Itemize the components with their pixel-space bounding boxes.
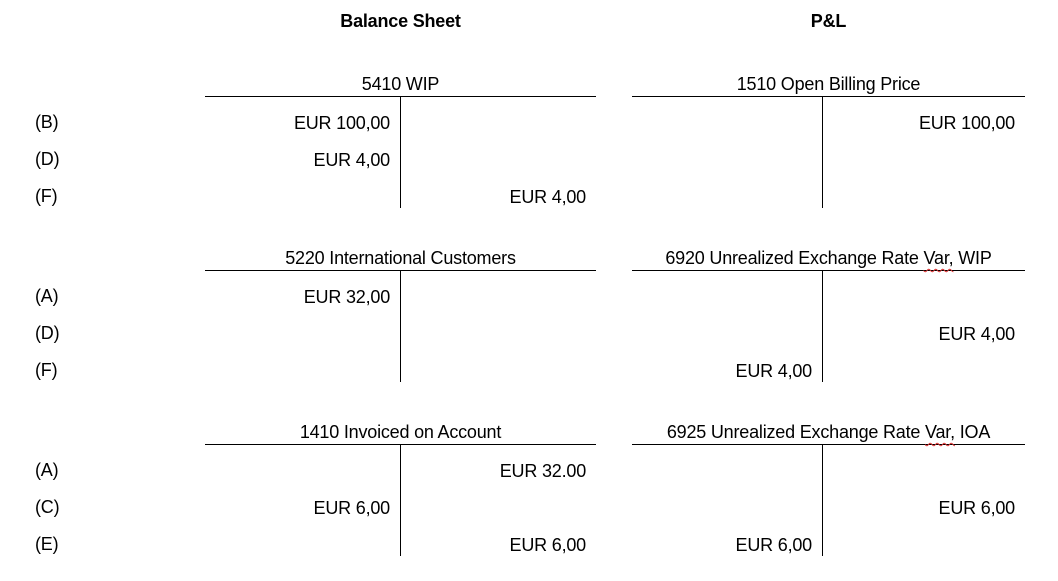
credit-amount	[823, 353, 1025, 390]
credit-amount: EUR 6,00	[938, 498, 1016, 518]
credit-amount	[401, 353, 596, 390]
misspelled-word: Var,	[923, 248, 954, 268]
entry-label-d: (D)	[35, 323, 60, 343]
taccount-body: EUR 6,00 EUR 6,00	[632, 444, 1025, 556]
debit-column: EUR 6,00	[205, 445, 400, 556]
balance-sheet-header: Balance Sheet	[340, 11, 461, 31]
account-title: 5220 International Customers	[205, 246, 596, 270]
debit-amount	[632, 105, 822, 142]
credit-amount	[401, 490, 596, 527]
entry-label-a: (A)	[35, 286, 59, 306]
debit-amount: EUR 32,00	[303, 287, 390, 307]
credit-column: EUR 4,00	[400, 97, 596, 208]
debit-amount	[205, 453, 400, 490]
debit-amount	[205, 527, 400, 564]
debit-amount: EUR 4,00	[313, 150, 391, 170]
taccount-6925-unrealized-exchange-rate-var-ioa: 6925 Unrealized Exchange Rate Var, IOA E…	[632, 420, 1025, 556]
account-title-text: 6920 Unrealized Exchange Rate	[665, 248, 924, 268]
debit-amount	[632, 279, 822, 316]
debit-amount: EUR 4,00	[735, 361, 813, 381]
entry-label-a: (A)	[35, 460, 59, 480]
credit-amount: EUR 4,00	[509, 187, 587, 207]
credit-amount	[823, 527, 1025, 564]
credit-column: EUR 4,00	[822, 271, 1025, 382]
debit-amount	[632, 142, 822, 179]
debit-column: EUR 32,00	[205, 271, 400, 382]
entry-label-b: (B)	[35, 112, 59, 132]
debit-column	[632, 97, 822, 208]
taccount-1410-invoiced-on-account: 1410 Invoiced on Account EUR 6,00 EUR 32…	[205, 420, 596, 556]
debit-amount	[632, 179, 822, 216]
credit-amount: EUR 4,00	[938, 324, 1016, 344]
account-title-text: 1510 Open Billing Price	[736, 74, 921, 94]
entry-label-f: (F)	[35, 360, 58, 380]
debit-amount	[632, 453, 822, 490]
debit-amount	[205, 353, 400, 390]
debit-amount	[205, 316, 400, 353]
taccount-body: EUR 100,00 EUR 4,00 EUR 4,00	[205, 96, 596, 208]
taccount-6920-unrealized-exchange-rate-var-wip: 6920 Unrealized Exchange Rate Var, WIP E…	[632, 246, 1025, 382]
credit-amount	[401, 279, 596, 316]
taccount-5410-wip: 5410 WIP EUR 100,00 EUR 4,00 EUR 4,00	[205, 72, 596, 208]
debit-column: EUR 100,00 EUR 4,00	[205, 97, 400, 208]
credit-amount	[823, 279, 1025, 316]
credit-column: EUR 100,00	[822, 97, 1025, 208]
credit-amount	[401, 105, 596, 142]
debit-amount: EUR 100,00	[293, 113, 390, 133]
entry-label-c: (C)	[35, 497, 60, 517]
taccount-body: EUR 6,00 EUR 32.00 EUR 6,00	[205, 444, 596, 556]
account-title-text: 5220 International Customers	[285, 248, 516, 268]
taccount-body: EUR 100,00	[632, 96, 1025, 208]
credit-amount	[401, 316, 596, 353]
account-title-suffix: WIP	[953, 248, 992, 268]
credit-amount	[823, 179, 1025, 216]
entry-label-e: (E)	[35, 534, 59, 554]
credit-amount: EUR 32.00	[499, 461, 586, 481]
pl-header: P&L	[810, 11, 847, 31]
debit-amount: EUR 6,00	[313, 498, 391, 518]
account-title: 1410 Invoiced on Account	[205, 420, 596, 444]
credit-column: EUR 32.00 EUR 6,00	[400, 445, 596, 556]
entry-label-d: (D)	[35, 149, 60, 169]
debit-amount	[632, 490, 822, 527]
credit-amount	[823, 453, 1025, 490]
account-title-text: 5410 WIP	[361, 74, 440, 94]
debit-column: EUR 4,00	[632, 271, 822, 382]
account-title-text: 1410 Invoiced on Account	[299, 422, 502, 442]
account-title: 5410 WIP	[205, 72, 596, 96]
row-labels-group-2: (A) (D) (F)	[35, 278, 95, 389]
debit-amount	[632, 316, 822, 353]
credit-column	[400, 271, 596, 382]
credit-amount: EUR 100,00	[918, 113, 1015, 133]
account-title: 1510 Open Billing Price	[632, 72, 1025, 96]
credit-amount	[823, 142, 1025, 179]
account-title-suffix: IOA	[954, 422, 991, 442]
taccount-1510-open-billing-price: 1510 Open Billing Price EUR 100,00	[632, 72, 1025, 208]
entry-label-f: (F)	[35, 186, 58, 206]
debit-amount	[205, 179, 400, 216]
row-labels-group-1: (B) (D) (F)	[35, 104, 95, 215]
misspelled-word: Var,	[925, 422, 955, 442]
taccount-body: EUR 32,00	[205, 270, 596, 382]
credit-amount: EUR 6,00	[509, 535, 587, 555]
debit-amount: EUR 6,00	[735, 535, 813, 555]
row-labels-group-3: (A) (C) (E)	[35, 452, 95, 563]
account-title: 6925 Unrealized Exchange Rate Var, IOA	[632, 420, 1025, 444]
credit-column: EUR 6,00	[822, 445, 1025, 556]
account-title: 6920 Unrealized Exchange Rate Var, WIP	[632, 246, 1025, 270]
taccount-body: EUR 4,00 EUR 4,00	[632, 270, 1025, 382]
credit-amount	[401, 142, 596, 179]
account-title-text: 6925 Unrealized Exchange Rate	[666, 422, 926, 442]
taccount-5220-international-customers: 5220 International Customers EUR 32,00	[205, 246, 596, 382]
debit-column: EUR 6,00	[632, 445, 822, 556]
